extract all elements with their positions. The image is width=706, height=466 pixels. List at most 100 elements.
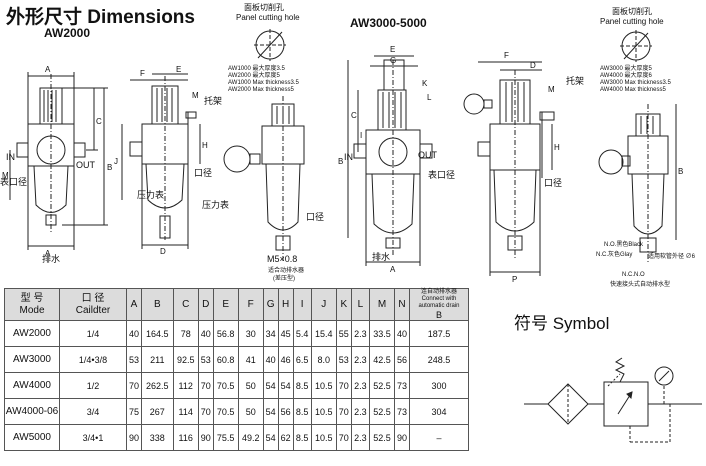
dim-letter-h: H [202, 141, 208, 150]
aw2000-side-view [121, 73, 201, 249]
cell-j: 15.4 [310, 320, 337, 347]
th-d: D [197, 288, 214, 321]
cell-j: 10.5 [310, 372, 337, 399]
cell-i: 8.5 [292, 398, 312, 425]
label-hose: 适用软管外径 ∅6 [648, 252, 696, 260]
cell-c: 112 [172, 372, 199, 399]
dim-letter-b-right-2: B [678, 167, 683, 176]
label-bracket-right: 托架 [566, 75, 584, 86]
label-gauge-left-2: 压力表 [202, 199, 229, 210]
dim-letter-m-left: M [2, 171, 9, 180]
dim-letter-a-bottom: A [45, 249, 51, 258]
label-auto-drain-sub: (差压型) [273, 274, 295, 282]
aw3000-front-view [347, 55, 433, 266]
th-caliber: 口 径 Caildter [59, 288, 127, 321]
cell-c: 78 [172, 320, 199, 347]
label-gauge-port-right: 表口径 [428, 169, 455, 180]
model-label-aw2000: AW2000 [44, 26, 91, 40]
cell-i: 5.4 [292, 320, 312, 347]
dim-letter-i-right: I [360, 131, 362, 140]
cell-auto-b: 187.5 [409, 320, 469, 347]
cell-d: 40 [197, 320, 214, 347]
th-model-en: Mode [19, 304, 45, 316]
aw2000-auto-drain-view [223, 96, 305, 262]
dim-letter-a-right: A [390, 265, 396, 274]
cell-d: 70 [197, 398, 214, 425]
cell-model: AW2000 [4, 320, 60, 347]
label-port-right: 口径 [544, 177, 562, 188]
dim-letter-c: C [96, 117, 102, 126]
dim-letter-k-right: K [422, 79, 428, 88]
cell-l: 2.3 [350, 320, 370, 347]
cell-e: 70.5 [212, 398, 239, 425]
dim-letter-g-right: G [390, 56, 396, 65]
cell-f: 30 [237, 320, 264, 347]
cell-model: AW4000 [4, 372, 60, 399]
cell-k: 53 [335, 346, 352, 373]
cell-m: 42.5 [368, 346, 396, 373]
th-model-cn: 型 号 [20, 292, 44, 304]
cell-h: 54 [277, 372, 294, 399]
dim-letter-c-right: C [351, 111, 357, 120]
th-caliber-cn: 口 径 [81, 292, 105, 304]
cell-g: 54 [262, 372, 279, 399]
cell-caliber: 1/2 [59, 372, 127, 399]
th-k: K [335, 288, 352, 321]
cell-f: 50 [237, 372, 264, 399]
cell-j: 10.5 [310, 398, 337, 425]
th-n: N [394, 288, 410, 321]
cell-n: 56 [394, 346, 410, 373]
cell-n: 73 [394, 372, 410, 399]
cell-model: AW3000 [4, 346, 60, 373]
cell-d: 70 [197, 372, 214, 399]
dim-letter-e-right: E [390, 45, 395, 54]
th-m: M [368, 288, 396, 321]
panel-left-title-cn: 面板切削孔 [244, 2, 284, 12]
label-bracket-left: 托架 [204, 95, 222, 106]
cell-j: 8.0 [310, 346, 337, 373]
dim-letter-a-top: A [45, 65, 51, 74]
panel-right-note-2: AW4000 最大厚度6 [600, 71, 652, 79]
cell-b: 262.5 [140, 372, 174, 399]
cell-model: AW4000-06 [4, 398, 60, 425]
panel-left-note-3: AW1000 Max thickness3.5 [228, 80, 299, 86]
cell-l: 2.3 [350, 372, 370, 399]
cell-auto-b: – [409, 424, 469, 451]
cell-d: 90 [197, 424, 214, 451]
cell-h: 46 [277, 346, 294, 373]
cell-model: AW5000 [4, 424, 60, 451]
label-fast-drain: 快速接头式自动排水型 [610, 280, 670, 288]
panel-left-note-4: AW2000 Max thickness5 [228, 87, 294, 93]
dim-letter-f: F [140, 69, 145, 78]
th-c: C [172, 288, 199, 321]
cell-auto-b: 300 [409, 372, 469, 399]
cell-k: 70 [335, 424, 352, 451]
cell-auto-b: 248.5 [409, 346, 469, 373]
cell-c: 92.5 [172, 346, 199, 373]
th-l: L [350, 288, 370, 321]
cell-i: 8.5 [292, 424, 312, 451]
label-out-right: OUT [418, 150, 438, 160]
cell-n: 90 [394, 424, 410, 451]
th-auto-drain: 连自动排水器 Connect with automatic drain B [409, 288, 469, 321]
cell-i: 6.5 [292, 346, 312, 373]
label-thread: M5×0.8 [267, 254, 297, 264]
cell-auto-b: 304 [409, 398, 469, 425]
cell-caliber: 3/4•1 [59, 424, 127, 451]
label-gauge-port-left: 表口径 [0, 176, 27, 187]
cell-caliber: 3/4 [59, 398, 127, 425]
cell-c: 114 [172, 398, 199, 425]
cell-n: 40 [394, 320, 410, 347]
label-port-left: 口径 [194, 167, 212, 178]
aw3000-panel-cut-circle [620, 30, 652, 62]
cell-a: 90 [126, 424, 142, 451]
th-auto-b: B [435, 310, 442, 320]
cell-b: 211 [140, 346, 174, 373]
cell-f: 50 [237, 398, 264, 425]
th-caliber-en: Caildter [75, 304, 111, 316]
cell-m: 33.5 [368, 320, 396, 347]
spec-table: 型 号 Mode 口 径 Caildter A B C D E F G H I … [4, 288, 469, 451]
cell-m: 52.5 [368, 398, 396, 425]
